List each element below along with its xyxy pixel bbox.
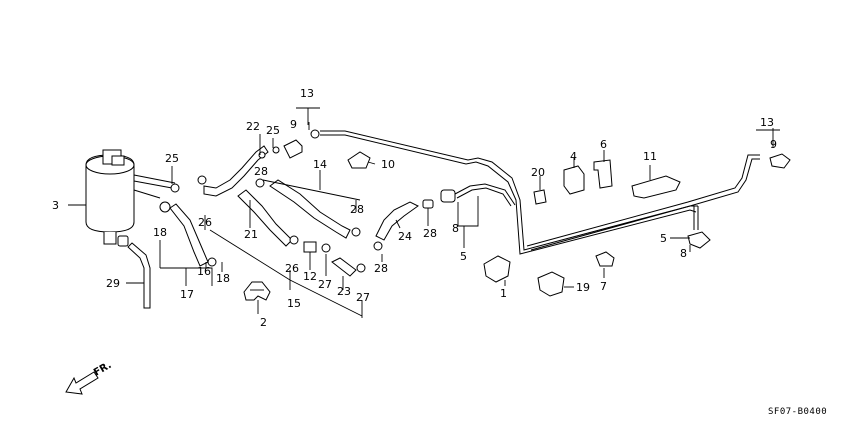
callout-3: 3: [52, 199, 59, 212]
callout-21: 21: [244, 228, 258, 241]
hose-group-left: [169, 145, 419, 277]
callout-18a: 18: [153, 226, 167, 239]
callout-20: 20: [531, 166, 545, 179]
callout-10: 10: [381, 158, 395, 171]
callout-2: 2: [260, 316, 267, 329]
long-vapor-lines: [320, 130, 760, 255]
callout-14: 14: [313, 158, 327, 171]
callout-25a: 25: [266, 124, 280, 137]
callout-15: 15: [287, 297, 301, 310]
callout-12: 12: [303, 270, 317, 283]
callout-13a: 13: [300, 87, 314, 100]
callout-24: 24: [398, 230, 412, 243]
callout-26a: 26: [198, 216, 212, 229]
callout-9a: 9: [290, 118, 297, 131]
bracket-2: [243, 281, 271, 301]
callout-28b: 28: [350, 203, 364, 216]
callout-25b: 25: [165, 152, 179, 165]
callout-5b: 5: [660, 232, 667, 245]
callout-1: 1: [500, 287, 507, 300]
hose-clamps: [159, 146, 383, 273]
small-parts: [283, 129, 791, 297]
callout-28d: 28: [423, 227, 437, 240]
callout-8a: 8: [452, 222, 459, 235]
callout-26b: 26: [285, 262, 299, 275]
charcoal-canister: [85, 149, 176, 247]
callout-7: 7: [600, 280, 607, 293]
diagram-code: SF07-B0400: [768, 407, 827, 417]
callout-16: 16: [197, 265, 211, 278]
callout-29: 29: [106, 277, 120, 290]
callout-17: 17: [180, 288, 194, 301]
callout-22: 22: [246, 120, 260, 133]
callout-numbers: 3 2 1 4 5 5 6 7 8 8 9 9 10 11 12 13 13 1…: [52, 87, 777, 329]
callout-9b: 9: [770, 138, 777, 151]
callout-28c: 28: [374, 262, 388, 275]
callout-6: 6: [600, 138, 607, 151]
hose-29: [127, 242, 151, 309]
callout-13b: 13: [760, 116, 774, 129]
callout-27a: 27: [318, 278, 332, 291]
direction-label: FR.: [92, 360, 114, 379]
callout-11: 11: [643, 150, 657, 163]
callout-4: 4: [570, 150, 577, 163]
callout-18b: 18: [216, 272, 230, 285]
leader-lines: [68, 107, 780, 318]
callout-19: 19: [576, 281, 590, 294]
front-direction-arrow: FR.: [65, 360, 114, 395]
callout-28a: 28: [254, 165, 268, 178]
callout-8b: 8: [680, 247, 687, 260]
callout-5a: 5: [460, 250, 467, 263]
callout-23: 23: [337, 285, 351, 298]
callout-27b: 27: [356, 291, 370, 304]
